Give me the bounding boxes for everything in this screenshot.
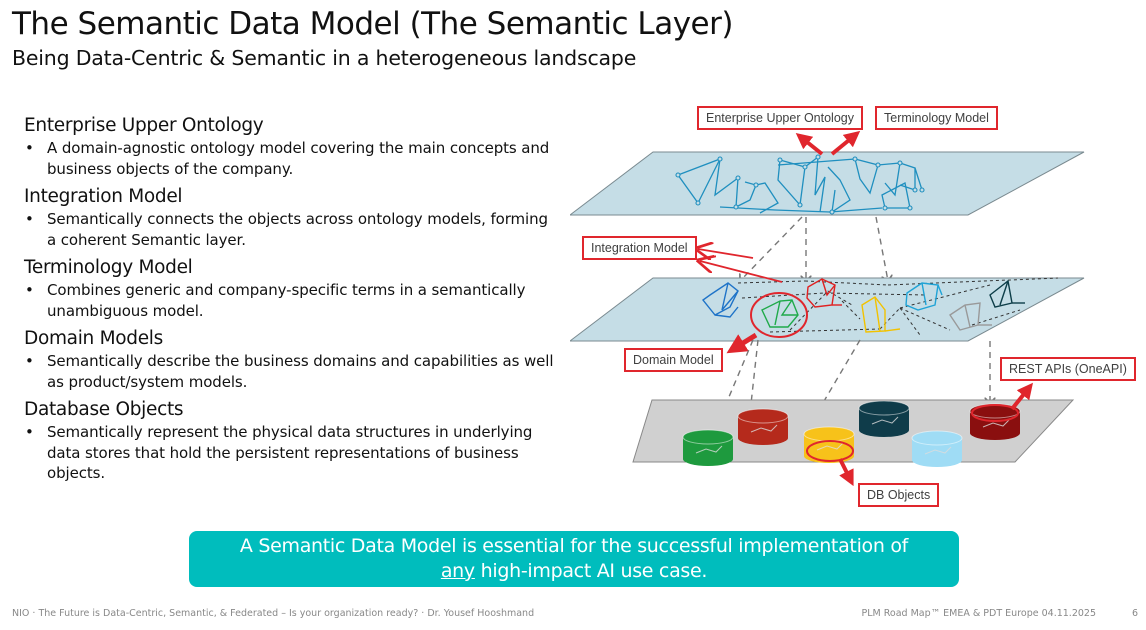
database-yellow <box>803 426 855 463</box>
bullet-text: Combines generic and company-specific te… <box>47 281 526 320</box>
rest-api-highlight <box>971 404 1019 422</box>
integration-links <box>737 277 1059 336</box>
database-dark-red <box>969 403 1021 440</box>
label-rest-apis: REST APIs (OneAPI) <box>1000 357 1136 381</box>
section-terminology-model: Terminology Model • Combines generic and … <box>24 256 554 321</box>
database-light-blue <box>911 430 963 467</box>
ontology-graph <box>676 155 923 214</box>
label-terminology-model: Terminology Model <box>875 106 998 130</box>
section-heading: Enterprise Upper Ontology <box>24 115 264 136</box>
key-message-line2: any high-impact AI use case. <box>189 559 959 584</box>
page-number: 6 <box>1131 608 1138 619</box>
label-integration-model: Integration Model <box>582 236 697 260</box>
bullet-icon: • <box>25 281 34 299</box>
arrow-to-domain-model <box>726 332 758 354</box>
database-red <box>737 408 789 445</box>
database-dark-teal <box>858 400 910 437</box>
footer-event-info: PLM Road Map™ EMEA & PDT Europe 04.11.20… <box>861 608 1097 619</box>
arrow-to-integration-model-2 <box>700 261 783 283</box>
bullet-item: • Semantically connects the objects acros… <box>24 209 554 250</box>
bullet-text: A domain-agnostic ontology model coverin… <box>47 139 550 178</box>
section-heading: Domain Models <box>24 328 163 349</box>
db-object-highlight <box>806 440 854 462</box>
domain-graph-green <box>761 299 799 328</box>
bullet-item: • Combines generic and company-specific t… <box>24 280 554 321</box>
section-integration-model: Integration Model • Semantically connects… <box>24 185 554 250</box>
diagram-canvas <box>568 130 1085 487</box>
domain-graph-dark-teal <box>989 279 1025 308</box>
bullet-icon: • <box>25 210 34 228</box>
section-heading: Integration Model <box>24 186 183 207</box>
dashed-connectors <box>740 216 888 281</box>
model-descriptions: Enterprise Upper Ontology • A domain-agno… <box>24 114 554 490</box>
label-db-objects: DB Objects <box>858 483 940 507</box>
slide-title: The Semantic Data Model (The Semantic La… <box>12 6 733 42</box>
key-message-emphasis: any <box>440 560 475 582</box>
bullet-text: Semantically represent the physical data… <box>47 423 533 482</box>
arrow-to-rest-apis <box>1010 382 1033 411</box>
label-domain-model: Domain Model <box>624 348 723 372</box>
bullet-icon: • <box>25 139 34 157</box>
domain-graph-cyan <box>905 282 943 311</box>
domain-graph-gray <box>949 302 992 331</box>
bullet-item: • Semantically describe the business doma… <box>24 351 554 392</box>
bullet-item: • A domain-agnostic ontology model coveri… <box>24 138 554 179</box>
domain-plane <box>568 277 1085 342</box>
bullet-item: • Semantically represent the physical dat… <box>24 422 554 484</box>
slide-subtitle: Being Data-Centric & Semantic in a heter… <box>12 46 637 70</box>
key-message-line2-text: high-impact AI use case. <box>474 560 708 582</box>
section-heading: Terminology Model <box>24 257 193 278</box>
database-cylinders <box>682 400 1021 467</box>
domain-graph-red <box>806 278 842 308</box>
bullet-icon: • <box>25 352 34 370</box>
footer-presentation-info: NIO · The Future is Data-Centric, Semant… <box>12 608 535 619</box>
domain-graph-blue <box>701 282 739 318</box>
section-enterprise-upper-ontology: Enterprise Upper Ontology • A domain-agno… <box>24 114 554 179</box>
arrow-to-db-objects <box>838 458 854 487</box>
domain-graph-yellow <box>861 296 901 333</box>
label-enterprise-upper-ontology: Enterprise Upper Ontology <box>697 106 863 130</box>
arrow-to-terminology <box>830 130 861 156</box>
bullet-icon: • <box>25 423 34 441</box>
bullet-text: Semantically connects the objects across… <box>47 210 548 249</box>
database-green <box>682 429 734 466</box>
domain-model-highlight <box>750 292 808 338</box>
section-heading: Database Objects <box>24 399 184 420</box>
semantic-layer-diagram: Enterprise Upper Ontology Terminology Mo… <box>568 95 1140 515</box>
key-message-line1: A Semantic Data Model is essential for t… <box>239 535 909 557</box>
arrow-to-integration-model <box>698 249 754 258</box>
ontology-graph-nodes <box>675 154 925 215</box>
section-domain-models: Domain Models • Semantically describe the… <box>24 327 554 392</box>
section-database-objects: Database Objects • Semantically represent… <box>24 398 554 484</box>
key-message-banner: A Semantic Data Model is essential for t… <box>189 531 959 587</box>
bullet-text: Semantically describe the business domai… <box>47 352 554 391</box>
arrow-to-enterprise-ontology <box>795 133 824 156</box>
